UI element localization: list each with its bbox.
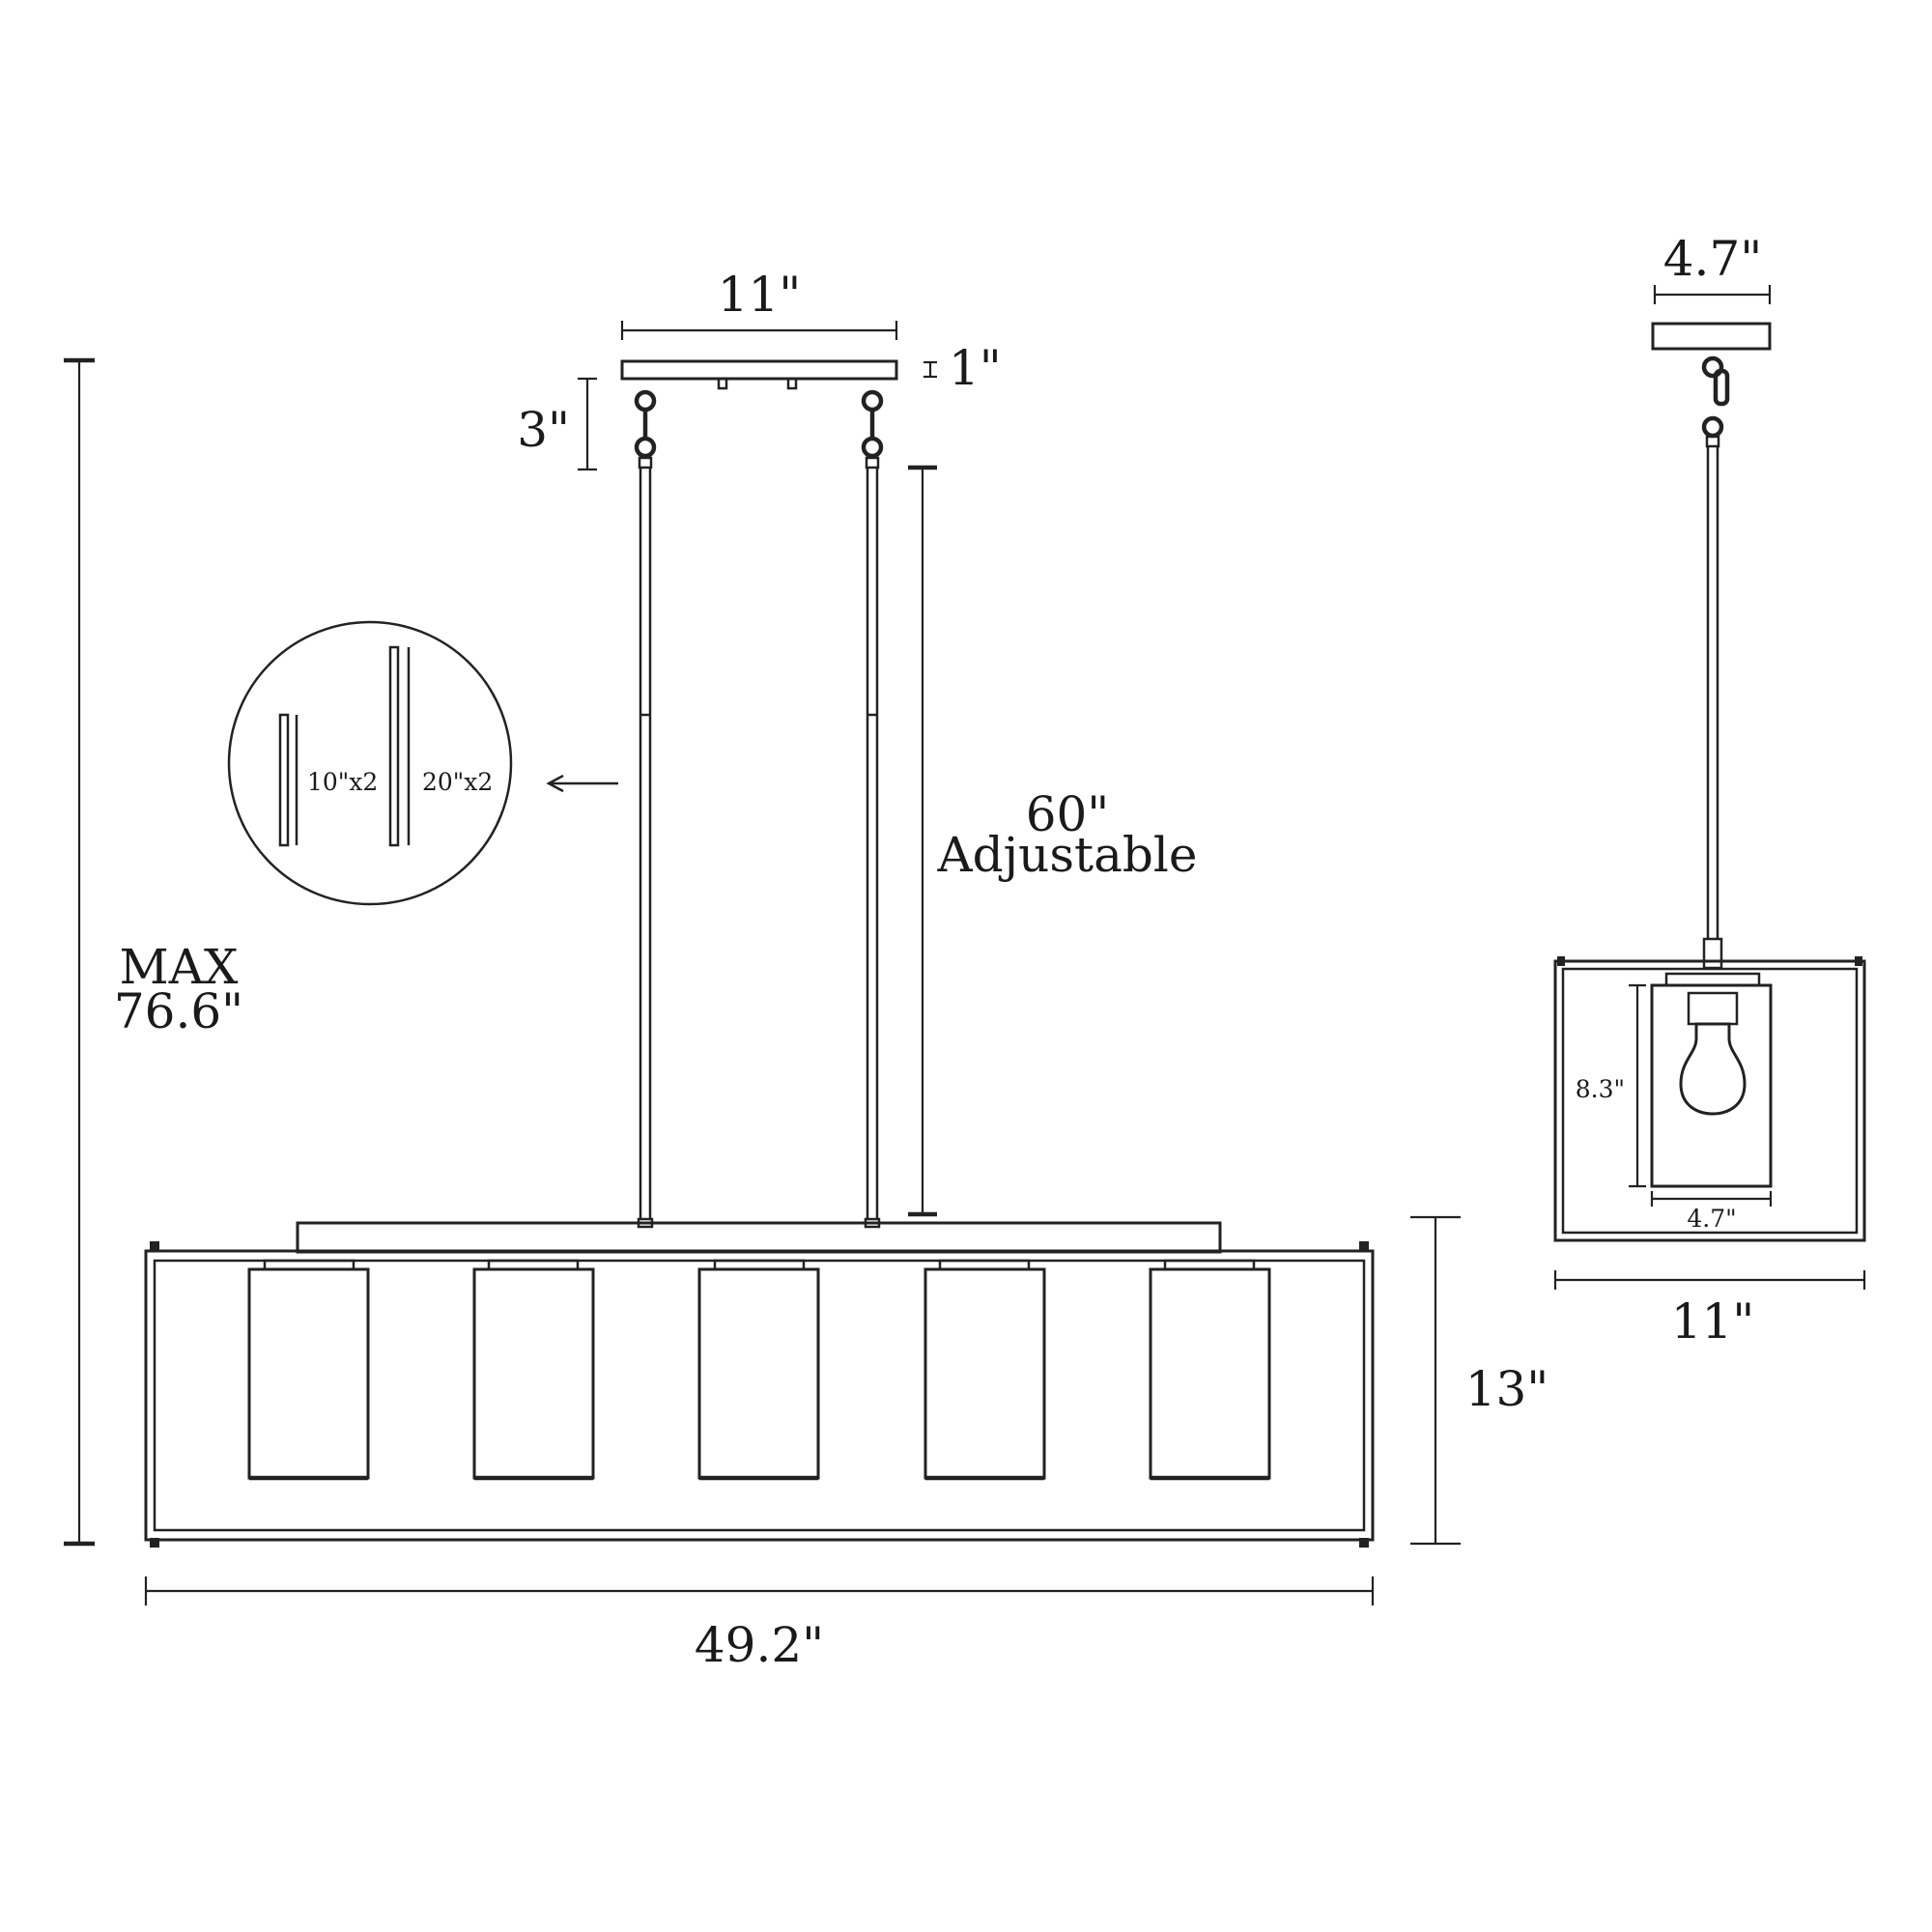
side-shade	[1650, 972, 1773, 1188]
side-frame-width-label: 11"	[1671, 1293, 1755, 1350]
side-chain	[1701, 355, 1730, 448]
chain-length-dimension: 3"	[517, 377, 597, 471]
max-height-dimension: MAX 76.6"	[64, 357, 243, 1547]
side-shade-width-dimension: 4.7"	[1650, 1191, 1773, 1233]
side-ceiling-canopy	[1651, 322, 1772, 351]
rod-length-label: 60"	[1026, 786, 1110, 842]
rod-length-dimension: 60" Adjustable	[908, 465, 1198, 1217]
max-label: MAX	[120, 939, 239, 995]
rod-adjustable-label: Adjustable	[937, 827, 1198, 883]
side-shade-height-dimension: 8.3"	[1576, 983, 1646, 1188]
body-height-dimension: 13"	[1410, 1215, 1549, 1546]
side-rod	[1702, 446, 1723, 970]
glass-shade	[1149, 1259, 1271, 1481]
canopy-height-dimension: 1"	[923, 340, 1002, 396]
side-frame-width-dimension: 11"	[1553, 1270, 1866, 1350]
glass-shade	[923, 1259, 1046, 1481]
chain-length-label: 3"	[517, 402, 570, 458]
light-bulb-icon	[1679, 1022, 1747, 1116]
canopy-width-label: 11"	[718, 267, 802, 323]
max-height-label: 76.6"	[114, 983, 243, 1039]
front-view: 11" 1" 3"	[64, 267, 1548, 1673]
glass-shade	[472, 1259, 595, 1481]
ceiling-canopy	[620, 359, 898, 390]
arrow-left-icon	[546, 774, 618, 793]
canopy-width-dimension: 11"	[620, 267, 898, 340]
rod-long-label: 20"x2	[422, 768, 493, 796]
canopy-height-label: 1"	[949, 340, 1002, 396]
side-shade-width-label: 4.7"	[1687, 1205, 1736, 1233]
side-view: 4.7"	[1553, 231, 1866, 1350]
glass-shade	[247, 1259, 370, 1481]
left-suspension	[634, 389, 657, 1229]
body-height-label: 13"	[1465, 1361, 1549, 1417]
body-width-label: 49.2"	[695, 1617, 824, 1673]
body-width-dimension: 49.2"	[144, 1577, 1375, 1673]
fixture-body	[144, 1221, 1375, 1548]
rod-short-label: 10"x2	[307, 768, 378, 796]
glass-shade	[697, 1259, 820, 1481]
side-shade-height-label: 8.3"	[1576, 1075, 1625, 1103]
side-canopy-width-dimension: 4.7"	[1653, 231, 1772, 304]
shade-row	[247, 1259, 1271, 1481]
rod-detail-inset: 10"x2 20"x2	[227, 620, 618, 906]
right-suspension	[861, 389, 884, 1229]
side-frame	[1553, 956, 1866, 1242]
side-canopy-width-label: 4.7"	[1663, 231, 1763, 287]
